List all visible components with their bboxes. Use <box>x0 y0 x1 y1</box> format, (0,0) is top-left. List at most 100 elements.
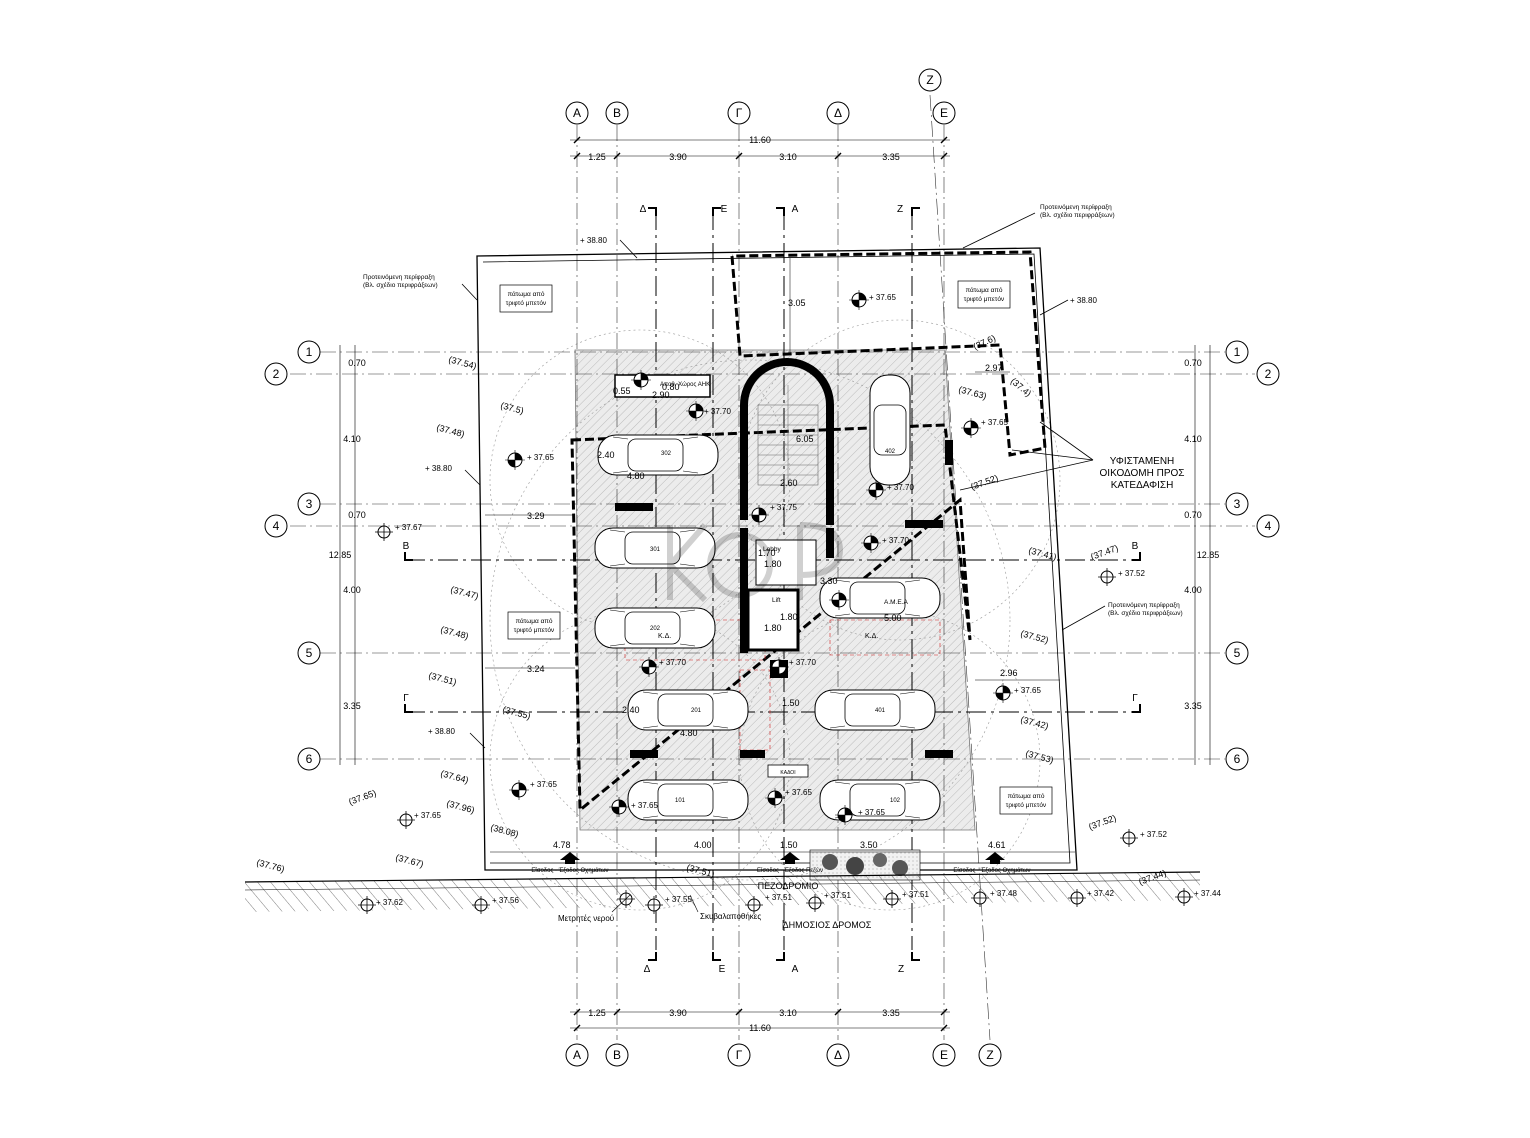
stair-core <box>740 358 834 653</box>
grid-col-b-top: Β <box>613 106 621 120</box>
dim-top-seg-1: 1.25 <box>588 152 606 162</box>
dimension-ticks <box>573 136 948 1032</box>
parking-101: 101 <box>675 798 686 804</box>
elev-3775: + 37.75 <box>770 503 797 512</box>
exist-level-6: (37.4) <box>1009 376 1033 399</box>
fence-note-top-2: (Βλ. σχέδιο περιφράξεων) <box>1040 211 1115 219</box>
concrete-note-1a: πάτωμα από <box>508 290 545 298</box>
exist-level-10: (37.51) <box>427 670 457 687</box>
concrete-note-2a: πάτωμα από <box>966 286 1003 294</box>
exist-level-11: (37.55) <box>501 704 531 721</box>
elev-3765-f: + 37.65 <box>631 801 658 810</box>
fence-note-top-1: Προτεινόμενη περίφραξη <box>1040 203 1112 211</box>
fence-note-left-2: (Βλ. σχέδιο περιφράξεων) <box>363 281 438 289</box>
elev-3752-a: + 37.52 <box>1118 569 1145 578</box>
dim-right-seg-4: 4.00 <box>1184 585 1202 595</box>
elev-3765-a: + 37.65 <box>527 453 554 462</box>
section-top-z: Ζ <box>897 204 903 215</box>
elev-3751-c: + 37.51 <box>902 890 929 899</box>
grid-row-3-right: 3 <box>1234 497 1241 511</box>
dim-int-329: 3.29 <box>527 511 545 521</box>
dim-bottom-seg-1: 1.25 <box>588 1008 606 1018</box>
demolition-note-2: ΟΙΚΟΔΟΜΗ ΠΡΟΣ <box>1100 468 1185 479</box>
section-bottom-a: Α <box>792 964 799 975</box>
dim-left-seg-5: 3.35 <box>343 701 361 711</box>
elev-3762: + 37.62 <box>376 898 403 907</box>
grid-row-1-right: 1 <box>1234 345 1241 359</box>
vehicle-entrance-left: Είσοδος - Έξοδος Οχημάτων <box>531 867 608 874</box>
grid-row-4-left: 4 <box>273 519 280 533</box>
section-left-b: Β <box>403 541 410 552</box>
dim-int-478: 4.78 <box>553 840 571 850</box>
exist-level-16: (37.52) <box>1019 628 1049 645</box>
dim-int-055: 0.55 <box>613 386 631 396</box>
section-left-g: Γ <box>403 693 409 704</box>
exist-level-9: (37.48) <box>439 624 469 641</box>
grid-row-6-right: 6 <box>1234 752 1241 766</box>
dim-int-480a: 4.80 <box>627 471 645 481</box>
elev-3880-c: + 38.80 <box>425 464 452 473</box>
concrete-note-4a: πάτωμα από <box>1008 792 1045 800</box>
grid-col-g-top: Γ <box>736 106 743 120</box>
kd-label-2: Κ.Δ. <box>865 633 878 640</box>
dim-right-seg-5: 3.35 <box>1184 701 1202 711</box>
dim-int-330: 3.30 <box>820 576 838 586</box>
grid-row-3-left: 3 <box>306 497 313 511</box>
section-top-a: Α <box>792 204 799 215</box>
bins-label: ΚΑΔΟΙ <box>780 770 795 776</box>
grid-col-b-bottom: Β <box>613 1048 621 1062</box>
exist-level-5: (37.6) <box>972 333 998 352</box>
grid-col-g-bottom: Γ <box>736 1048 743 1062</box>
grid-row-5-right: 5 <box>1234 646 1241 660</box>
elev-3742: + 37.42 <box>1087 889 1114 898</box>
grid-col-a-bottom: Α <box>573 1048 581 1062</box>
dim-bottom-seg-3: 3.10 <box>779 1008 797 1018</box>
bins-box <box>767 764 809 778</box>
section-bottom-d: Δ <box>644 964 651 975</box>
entrance-arrows <box>560 852 1005 864</box>
section-bottom-e: Ε <box>719 964 726 975</box>
watermark-logo <box>667 522 844 603</box>
dim-int-180c: 1.80 <box>764 623 782 633</box>
pedestrian-entrance: Είσοδος - Έξοδος Πεζών <box>757 868 823 874</box>
elev-3770-e: + 37.70 <box>789 658 816 667</box>
exist-level-17: (37.42) <box>1019 714 1049 731</box>
dim-bottom-seg-4: 3.35 <box>882 1008 900 1018</box>
dim-right-seg-3: 0.70 <box>1184 510 1202 520</box>
exist-level-8: (37.47) <box>449 584 479 601</box>
dim-top-seg-3: 3.10 <box>779 152 797 162</box>
elev-3765-h: + 37.65 <box>414 811 441 820</box>
fence-note-right-2: (Βλ. σχέδιο περιφράξεων) <box>1108 609 1183 617</box>
parking-301: 301 <box>650 547 661 553</box>
storage-label: Αποθ. Χώρος ΑΗΚ <box>660 382 710 388</box>
elev-3770-b: + 37.70 <box>887 483 914 492</box>
grid-row-2-right: 2 <box>1265 367 1272 381</box>
vehicle-entrance-right: Είσοδος - Έξοδος Οχημάτων <box>953 867 1030 874</box>
elev-3770-a: + 37.70 <box>704 407 731 416</box>
dim-int-480b: 4.80 <box>680 728 698 738</box>
dim-bottom-seg-2: 3.90 <box>669 1008 687 1018</box>
dim-left-total: 12.85 <box>329 550 352 560</box>
parking-numbers: 302 301 202 201 101 402 401 102 <box>650 449 901 804</box>
elev-3880-a: + 38.80 <box>580 236 607 245</box>
elev-3744: + 37.44 <box>1194 889 1221 898</box>
parking-401: 401 <box>875 708 886 714</box>
plot-boundary <box>476 247 1078 871</box>
dim-int-305: 3.05 <box>788 298 806 308</box>
concrete-note-3a: πάτωμα από <box>516 617 553 625</box>
dim-top-seg-4: 3.35 <box>882 152 900 162</box>
concrete-note-2b: τριφτό μπετόν <box>964 295 1004 303</box>
grid-row-5-left: 5 <box>306 646 313 660</box>
dim-int-240b: 2.40 <box>622 705 640 715</box>
dim-int-180a: 1.80 <box>764 559 782 569</box>
bin-leader <box>689 894 699 913</box>
dim-int-605: 6.05 <box>796 434 814 444</box>
section-right-g: Γ <box>1132 693 1138 704</box>
dim-int-080: 0.80 <box>662 382 680 392</box>
callout-leaders <box>461 212 1106 749</box>
exist-level-12: (37.64) <box>439 768 469 785</box>
fence-note-right-1: Προτεινόμενη περίφραξη <box>1108 601 1180 609</box>
exist-level-3: (37.48) <box>435 422 465 439</box>
dim-int-150a: 1.50 <box>782 698 800 708</box>
